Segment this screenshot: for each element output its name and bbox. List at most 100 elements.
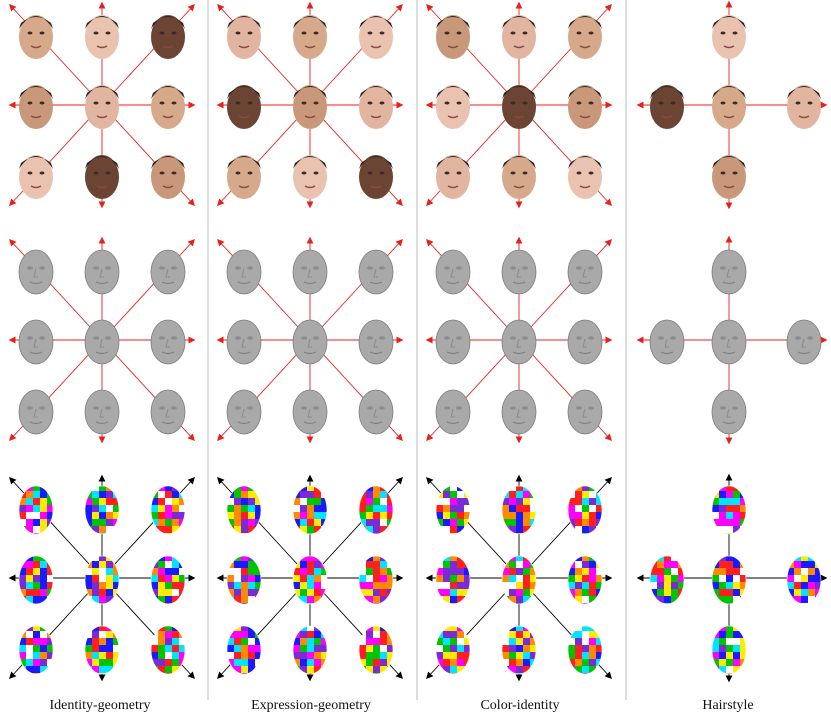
face-mesh (435, 249, 471, 295)
face-mesh (649, 319, 685, 365)
direction-arrow (426, 3, 520, 106)
texture-patch-cluster (502, 626, 536, 674)
face-mesh (226, 389, 262, 435)
face-photo (19, 15, 53, 59)
face-photo (151, 155, 185, 199)
face-mesh (226, 319, 262, 365)
face-mesh (567, 389, 603, 435)
face-photo (436, 155, 470, 199)
face-mesh (292, 249, 328, 295)
face-mesh (226, 249, 262, 295)
grid-mesh-col-3 (425, 236, 613, 444)
face-mesh (84, 319, 120, 365)
direction-arrow (9, 238, 103, 341)
face-photo (85, 15, 119, 59)
face-mesh (18, 319, 54, 365)
face-texture-patches (711, 555, 747, 605)
face-texture-patches (786, 555, 822, 605)
face-texture-patches (567, 555, 603, 605)
face-texture-patches (150, 555, 186, 605)
grid-patch-col-4 (636, 473, 828, 683)
face-mesh (711, 319, 747, 365)
face-photo (227, 155, 261, 199)
face-photo (712, 15, 746, 59)
face-texture-patches (226, 555, 262, 605)
face-photo (787, 85, 821, 129)
direction-arrow (518, 238, 612, 341)
face-texture-patches (292, 625, 328, 675)
face-photo (502, 85, 536, 129)
caption-hairstyle: Hairstyle (702, 698, 754, 713)
face-mesh (84, 389, 120, 435)
face-texture-patches (226, 485, 262, 535)
face-mesh (567, 249, 603, 295)
direction-arrow (101, 3, 195, 106)
face-photo (568, 85, 602, 129)
texture-patch-cluster (293, 556, 327, 604)
face-texture-patches (435, 485, 471, 535)
grid-mesh-col-1 (8, 236, 196, 444)
grid-mesh-col-4 (636, 235, 828, 445)
face-photo (359, 155, 393, 199)
caption-identity-geometry: Identity-geometry (49, 698, 151, 713)
face-photo (151, 85, 185, 129)
face-photo (227, 85, 261, 129)
face-texture-patches (18, 485, 54, 535)
face-photo (85, 85, 119, 129)
face-photo (568, 155, 602, 199)
face-texture-patches (84, 555, 120, 605)
face-mesh (435, 319, 471, 365)
face-photo (502, 155, 536, 199)
face-photo (85, 155, 119, 199)
face-mesh (435, 389, 471, 435)
face-texture-patches (711, 625, 747, 675)
grid-patch-col-3 (425, 474, 613, 682)
face-texture-patches (567, 625, 603, 675)
face-mesh (786, 319, 822, 365)
grid-photo-col-2 (216, 1, 404, 209)
direction-arrow (309, 3, 403, 106)
face-mesh (150, 249, 186, 295)
face-mesh (18, 249, 54, 295)
face-texture-patches (84, 625, 120, 675)
face-texture-patches (18, 625, 54, 675)
texture-patch-cluster (293, 486, 327, 534)
face-photo (19, 155, 53, 199)
direction-arrow (426, 238, 520, 341)
face-photo (712, 155, 746, 199)
face-photo (436, 85, 470, 129)
face-texture-patches (435, 555, 471, 605)
grid-mesh-col-2 (216, 236, 404, 444)
direction-arrow (101, 238, 195, 341)
face-mesh (567, 319, 603, 365)
face-photo (293, 15, 327, 59)
face-mesh (358, 249, 394, 295)
caption-expression-geometry: Expression-geometry (251, 698, 371, 713)
face-photo (712, 85, 746, 129)
face-texture-patches (292, 555, 328, 605)
face-texture-patches (226, 625, 262, 675)
direction-arrow (309, 238, 403, 341)
face-mesh (501, 389, 537, 435)
direction-arrow (9, 3, 103, 106)
face-photo (359, 85, 393, 129)
texture-patch-cluster (151, 556, 185, 604)
face-mesh (358, 389, 394, 435)
direction-arrow (217, 238, 311, 341)
face-texture-patches (150, 625, 186, 675)
grid-photo-col-3 (425, 1, 613, 209)
face-photo (293, 85, 327, 129)
face-mesh (292, 389, 328, 435)
face-mesh (292, 319, 328, 365)
direction-arrow (518, 3, 612, 106)
grid-photo-col-1 (8, 1, 196, 209)
face-mesh (358, 319, 394, 365)
face-photo (359, 15, 393, 59)
face-mesh (711, 249, 747, 295)
face-texture-patches (18, 555, 54, 605)
face-photo (151, 15, 185, 59)
face-photo (227, 15, 261, 59)
grid-patch-col-1 (8, 474, 196, 682)
face-texture-patches (501, 485, 537, 535)
